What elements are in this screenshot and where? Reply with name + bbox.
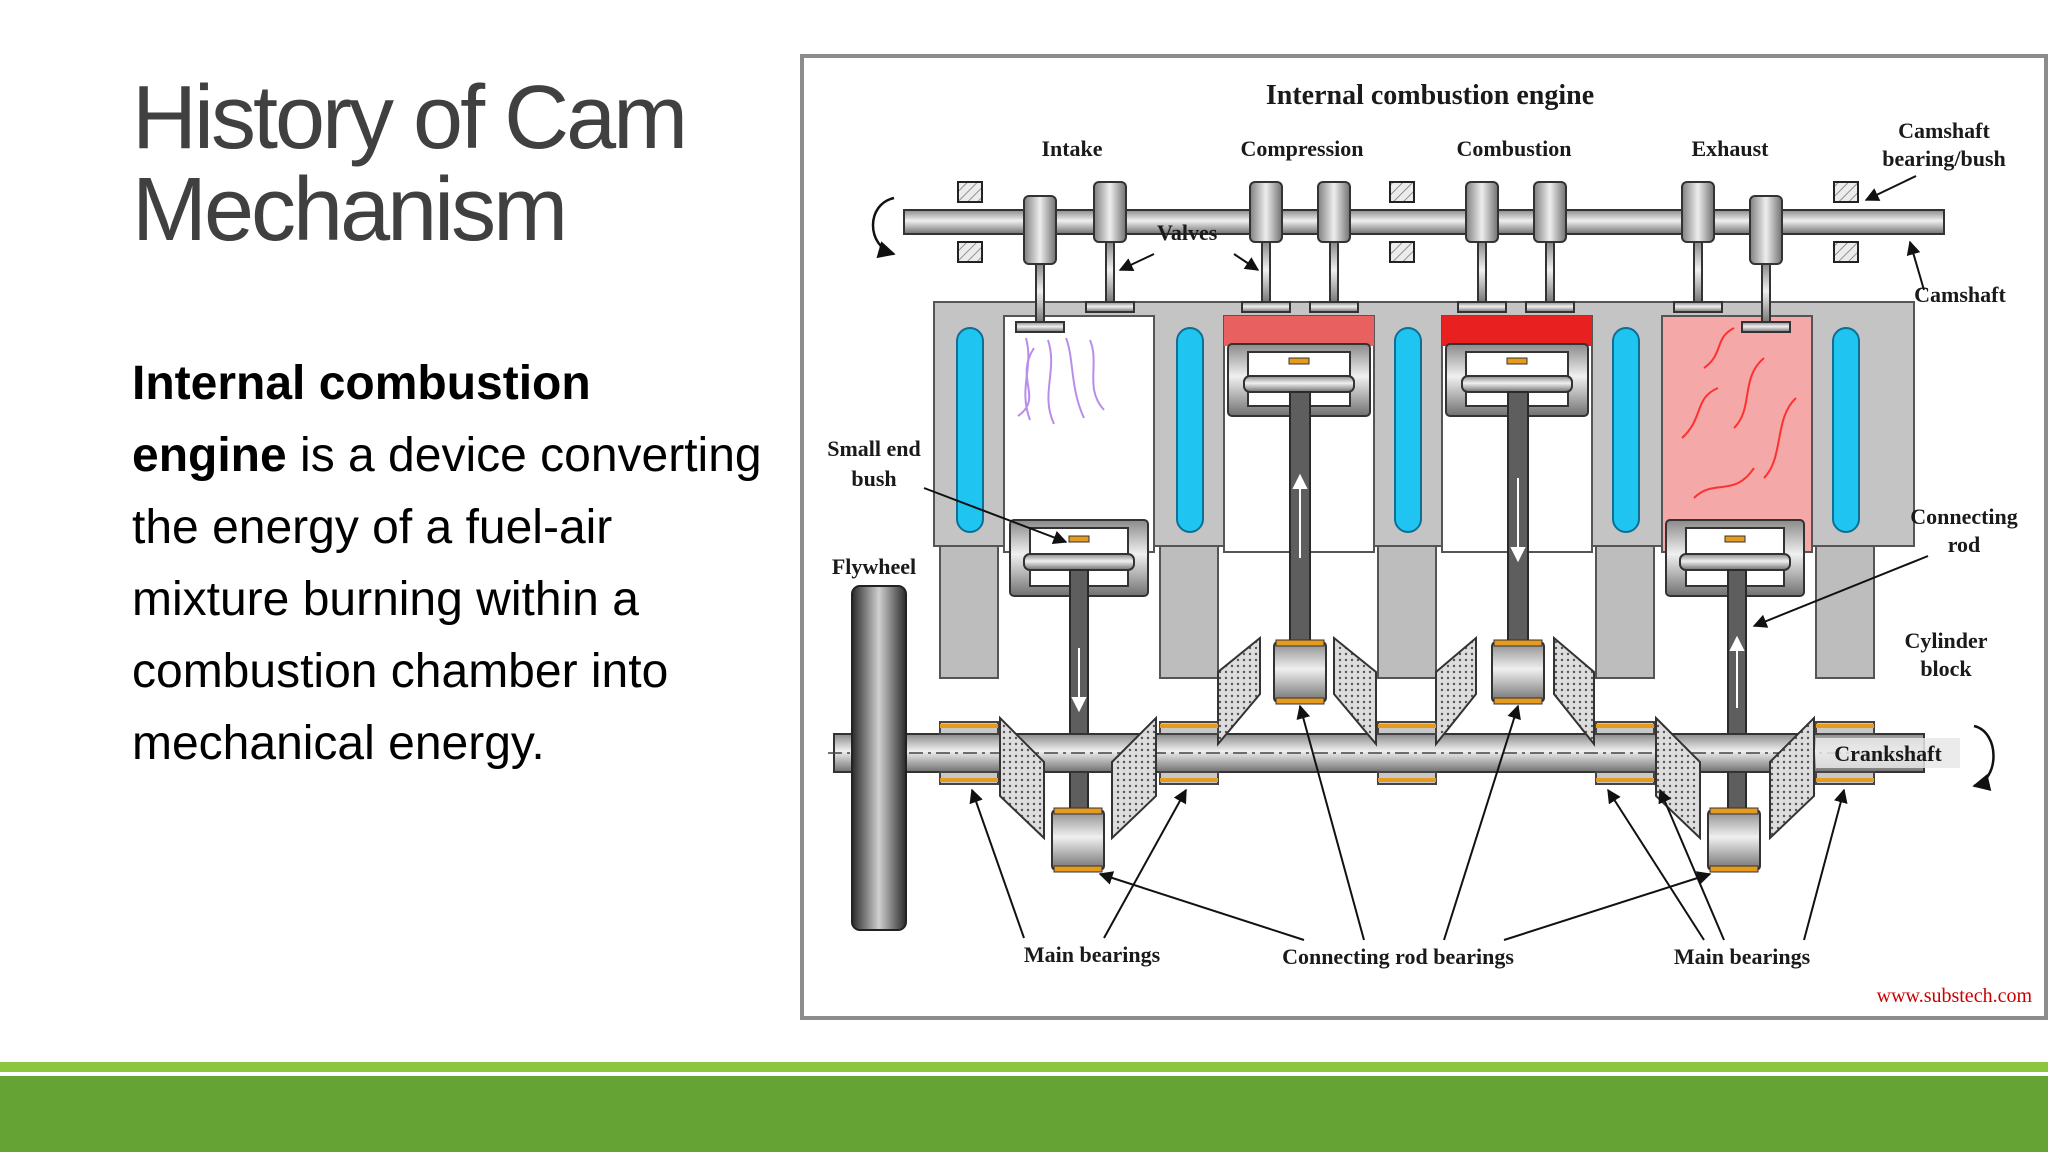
source-credit: www.substech.com [1877,985,2033,1007]
main-bearings-label-left: Main bearings [1024,942,1161,967]
engine-diagram-figure: Internal combustion engine Intake Compre… [800,54,2048,1020]
intake-flow-arrows [1017,337,1105,425]
valves-label: Valves [1157,220,1218,245]
term-bold-1: Internal combustion [132,357,591,410]
engine-diagram-svg: Internal combustion engine Intake Compre… [827,80,2033,1007]
term-bold-2: engine [132,429,287,482]
diagram-title: Internal combustion engine [1266,80,1594,111]
connecting-rod-label-1: Connecting [1910,504,2018,529]
slide-title: History of Cam Mechanism [132,72,772,256]
camshaft-bearing-label-2: bearing/bush [1882,146,2006,171]
cylinder-block-label-2: block [1920,656,1972,681]
flywheel [851,585,907,931]
stroke-label-intake: Intake [1041,136,1102,161]
cylinder-block-label-1: Cylinder [1904,628,1987,653]
valves [1015,241,1791,333]
camshaft-label: Camshaft [1914,282,2006,307]
flywheel-label: Flywheel [832,554,916,579]
slide-title-line-1: History of Cam [132,68,688,168]
small-end-bush-label-1: Small end [827,436,921,461]
crankshaft-label: Crankshaft [1834,741,1942,766]
definition-text: is a device converting the energy of a f… [132,429,762,770]
footer-bar [0,1076,2048,1152]
stroke-label-combustion: Combustion [1457,136,1572,161]
stroke-label-compression: Compression [1240,136,1363,161]
stroke-label-exhaust: Exhaust [1691,136,1769,161]
body-paragraph: Internal combustion engine is a device co… [132,348,772,780]
crankshaft [828,635,1995,873]
camshaft-bearing-label-1: Camshaft [1898,118,1990,143]
footer-accent-line [0,1062,2048,1072]
camshaft [871,181,1945,265]
rod-motion-arrows [1071,473,1745,713]
main-bearings-label-right: Main bearings [1674,944,1811,969]
connecting-rod-bearings-label: Connecting rod bearings [1282,944,1514,969]
cylinder-block [933,301,1915,679]
exhaust-flow-arrows [1681,327,1797,499]
slide-title-line-2: Mechanism [132,160,568,260]
small-end-bush-label-2: bush [851,466,896,491]
connecting-rod-label-2: rod [1948,532,1981,557]
